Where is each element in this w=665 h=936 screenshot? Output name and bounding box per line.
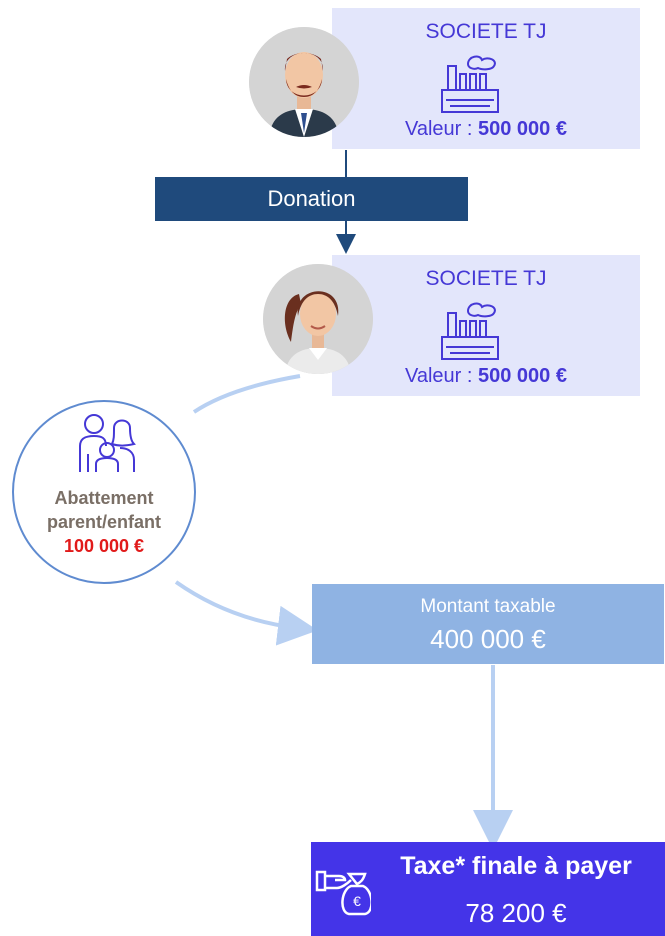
abattement-subtitle: parent/enfant: [46, 512, 161, 532]
family-icon: [79, 414, 136, 472]
abattement-title: Abattement: [54, 488, 154, 508]
hand-money-bag-icon: €: [315, 870, 371, 916]
factory-icon: [441, 55, 499, 113]
recipient-to-abattement-curve: [192, 374, 301, 414]
svg-text:€: €: [353, 893, 361, 909]
taxable-label: Montant taxable: [420, 596, 556, 617]
woman-avatar-icon: [263, 264, 373, 374]
abattement-amount: 100 000 €: [63, 536, 145, 556]
man-avatar-icon: [249, 27, 359, 137]
abattement-circle: Abattement parent/enfant 100 000 €: [12, 400, 196, 584]
final-tax-box: € Taxe* finale à payer 78 200 €: [311, 842, 665, 936]
abattement-to-taxable-arrow: [174, 580, 318, 646]
donor-company-value: Valeur : 500 000 €: [405, 118, 567, 140]
final-tax-amount: 78 200 €: [465, 898, 567, 928]
recipient-company-name: SOCIETE TJ: [425, 267, 547, 290]
recipient-company-value: Valeur : 500 000 €: [405, 365, 567, 387]
taxable-box: Montant taxable 400 000 €: [312, 584, 664, 664]
factory-icon: [441, 302, 499, 360]
donor-company-name: SOCIETE TJ: [425, 20, 547, 43]
donor-company-box: SOCIETE TJ Valeur : 500 000 €: [332, 8, 640, 149]
donation-label: Donation: [155, 177, 468, 221]
taxable-amount: 400 000 €: [430, 624, 546, 654]
final-tax-label: Taxe* finale à payer: [400, 852, 632, 880]
recipient-company-box: SOCIETE TJ Valeur : 500 000 €: [332, 255, 640, 396]
